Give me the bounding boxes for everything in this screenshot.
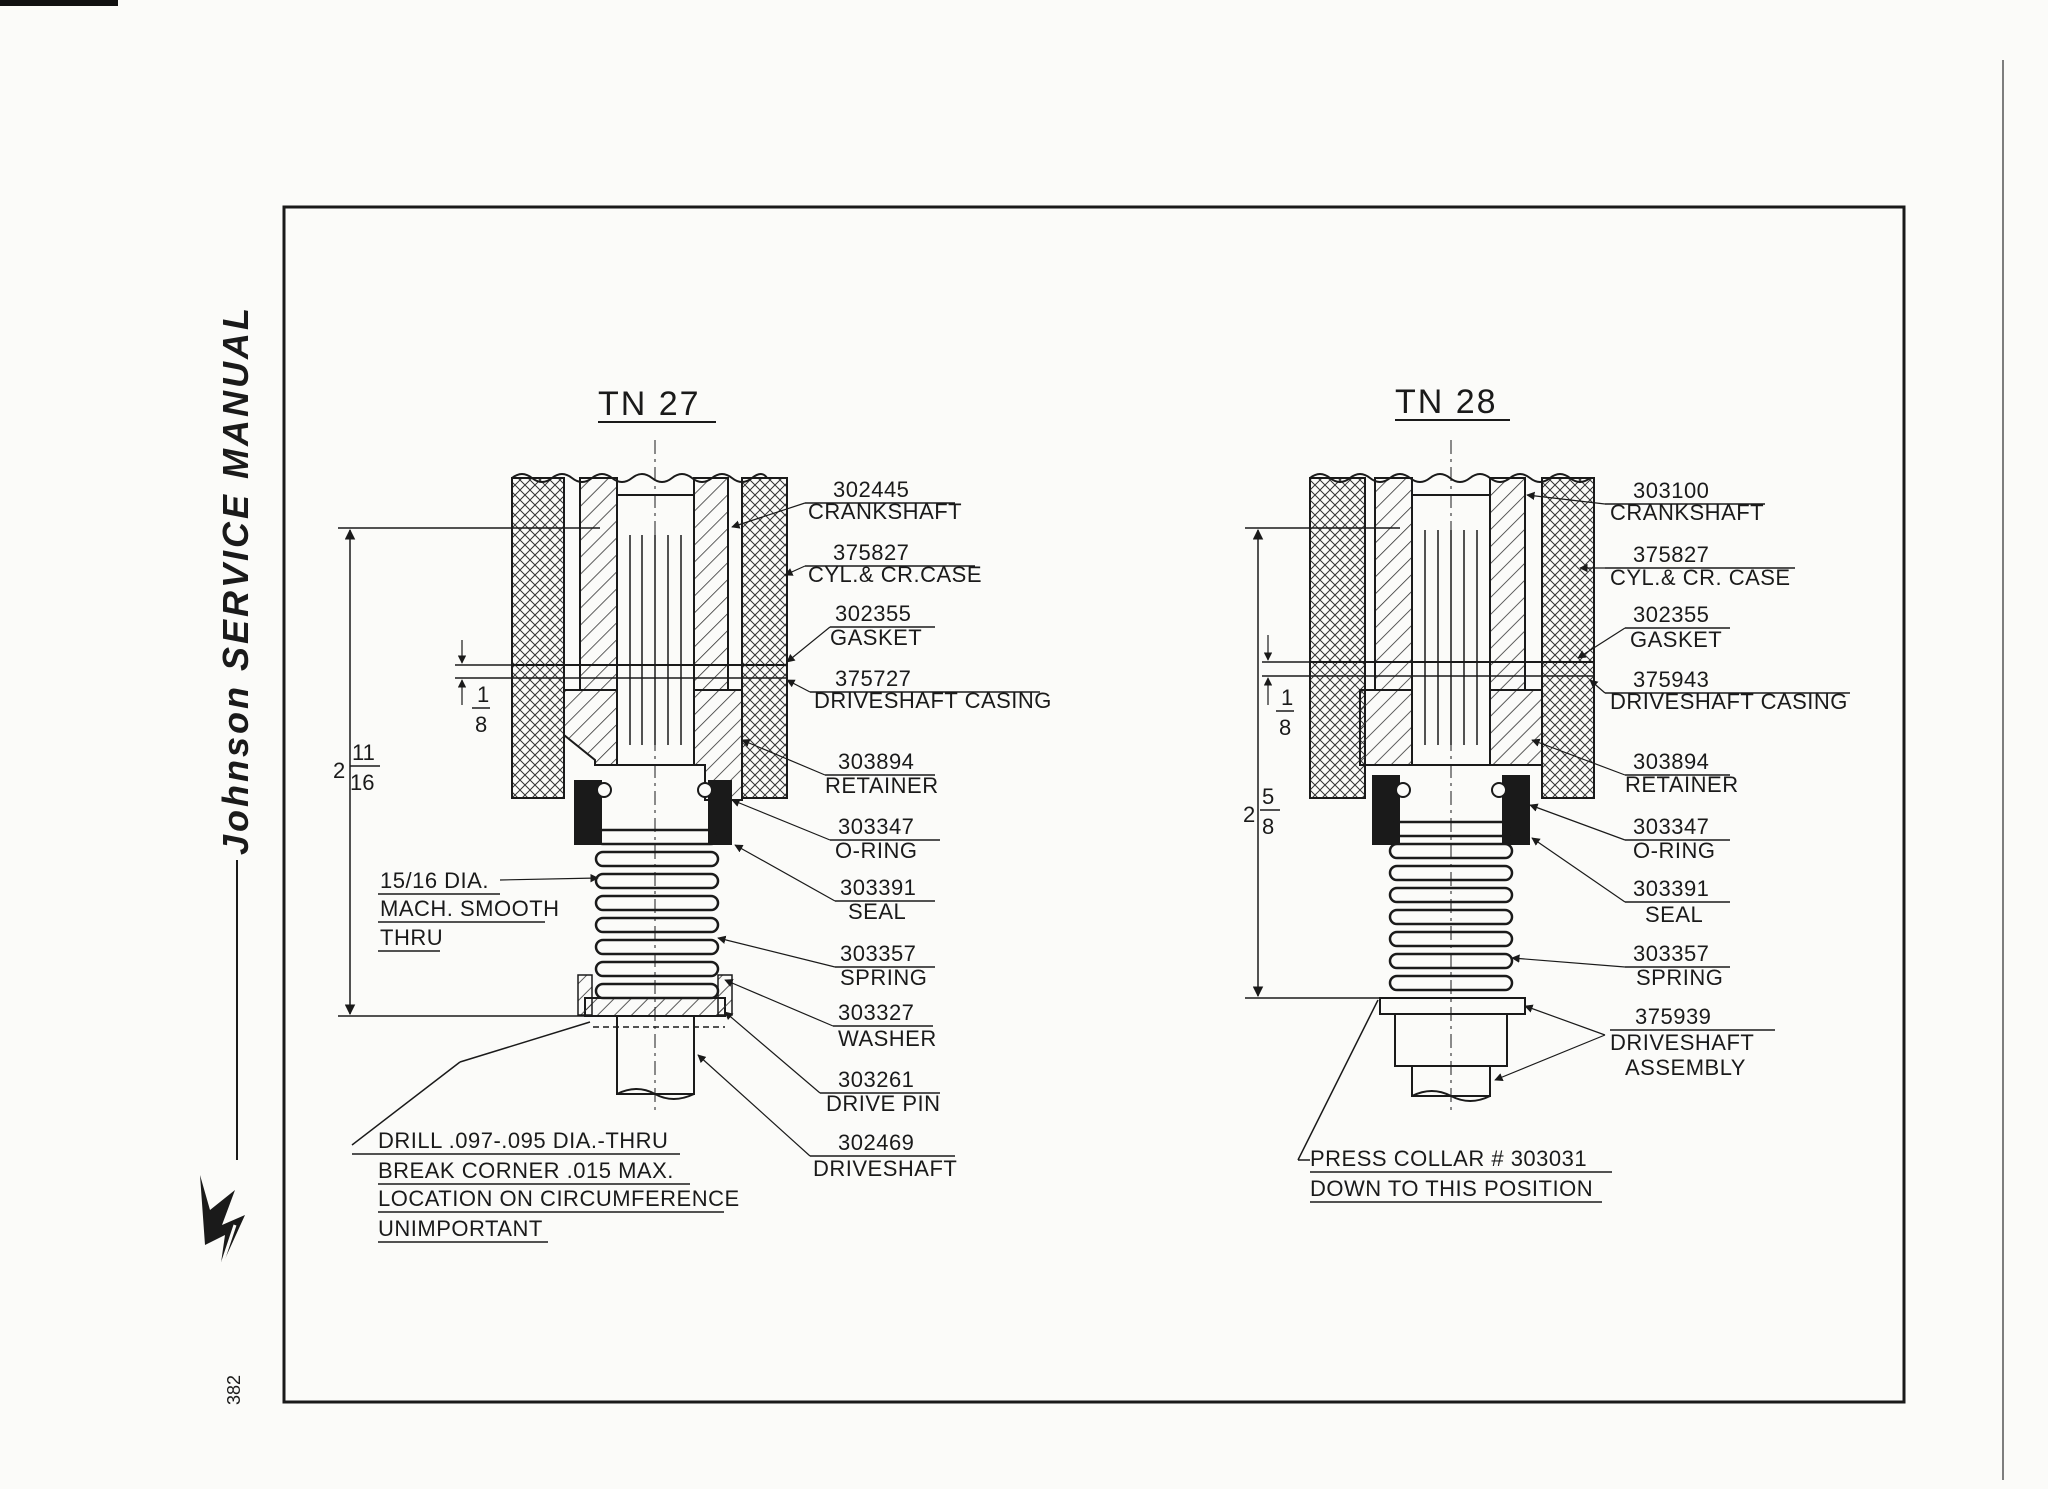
side-title: Johnson SERVICE MANUAL: [215, 305, 256, 855]
tn27-spring: [594, 828, 720, 1000]
svg-text:375939: 375939: [1635, 1004, 1711, 1029]
svg-text:16: 16: [350, 770, 374, 795]
corner-mark: [0, 0, 118, 6]
page-number: 382: [224, 1375, 244, 1405]
svg-text:302355: 302355: [835, 601, 911, 626]
svg-text:303327: 303327: [838, 1000, 914, 1025]
svg-text:303347: 303347: [838, 814, 914, 839]
svg-text:UNIMPORTANT: UNIMPORTANT: [378, 1216, 543, 1241]
svg-text:2: 2: [333, 758, 345, 783]
svg-text:303391: 303391: [840, 875, 916, 900]
tn28-press-note: PRESS COLLAR # 303031 DOWN TO THIS POSIT…: [1297, 999, 1612, 1203]
svg-text:PRESS COLLAR # 303031: PRESS COLLAR # 303031: [1310, 1146, 1587, 1171]
tn28-crankcase-right: [1541, 477, 1595, 799]
svg-text:O-RING: O-RING: [1633, 838, 1715, 863]
svg-text:GASKET: GASKET: [830, 625, 922, 650]
svg-text:375727: 375727: [835, 666, 911, 691]
svg-text:303357: 303357: [840, 941, 916, 966]
svg-text:DRIVE PIN: DRIVE PIN: [826, 1091, 941, 1116]
diagram-border: [282, 205, 1906, 1404]
tn27-callouts: 302445 CRANKSHAFT 375827 CYL.& CR.CASE 3…: [697, 477, 1051, 1181]
tn27-dia-note: 15/16 DIA. MACH. SMOOTH THRU: [378, 868, 599, 952]
svg-text:15/16 DIA.: 15/16 DIA.: [380, 868, 489, 893]
johnson-logo: [200, 1175, 245, 1271]
svg-text:303894: 303894: [838, 749, 914, 774]
svg-text:302445: 302445: [833, 477, 909, 502]
tn28-crankshaft-left: [1374, 477, 1413, 691]
svg-text:303391: 303391: [1633, 876, 1709, 901]
tn27-crankshaft-right: [693, 477, 729, 691]
svg-text:1: 1: [1281, 685, 1293, 710]
svg-text:BREAK CORNER .015 MAX.: BREAK CORNER .015 MAX.: [378, 1158, 674, 1183]
svg-text:375827: 375827: [1633, 542, 1709, 567]
tn28-driveshaft-casing: [1359, 689, 1413, 766]
svg-text:LOCATION ON CIRCUMFERENCE: LOCATION ON CIRCUMFERENCE: [378, 1186, 740, 1211]
svg-text:8: 8: [475, 712, 487, 737]
svg-text:WASHER: WASHER: [838, 1026, 937, 1051]
tn27-figure: TN 27: [333, 385, 1051, 1243]
tn28-collar: [1379, 997, 1526, 1015]
svg-text:RETAINER: RETAINER: [825, 773, 939, 798]
tn27-crankcase-left: [511, 477, 565, 799]
svg-text:THRU: THRU: [380, 925, 443, 950]
svg-text:303347: 303347: [1633, 814, 1709, 839]
svg-text:ASSEMBLY: ASSEMBLY: [1625, 1055, 1746, 1080]
svg-text:303894: 303894: [1633, 749, 1709, 774]
svg-text:303261: 303261: [838, 1067, 914, 1092]
svg-text:303100: 303100: [1633, 478, 1709, 503]
svg-text:2: 2: [1243, 802, 1255, 827]
svg-text:8: 8: [1279, 715, 1291, 740]
svg-text:1: 1: [477, 682, 489, 707]
svg-text:CYL.& CR. CASE: CYL.& CR. CASE: [1610, 565, 1791, 590]
svg-text:8: 8: [1262, 814, 1274, 839]
svg-text:Johnson SERVICE MANUAL: Johnson SERVICE MANUAL: [215, 305, 256, 855]
svg-text:302355: 302355: [1633, 602, 1709, 627]
tn27-title: TN 27: [598, 385, 701, 423]
svg-text:RETAINER: RETAINER: [1625, 772, 1739, 797]
svg-text:DOWN TO THIS POSITION: DOWN TO THIS POSITION: [1310, 1176, 1593, 1201]
tn27-crankshaft-left: [579, 477, 618, 691]
tn27-driveshaft-casing: [563, 689, 618, 766]
tn28-retainer: [1372, 775, 1400, 845]
tn28-title: TN 28: [1395, 383, 1498, 421]
svg-text:DRIVESHAFT: DRIVESHAFT: [813, 1156, 957, 1181]
svg-text:DRIVESHAFT: DRIVESHAFT: [1610, 1030, 1754, 1055]
svg-text:382: 382: [224, 1375, 244, 1405]
svg-text:11: 11: [352, 740, 375, 765]
svg-text:SPRING: SPRING: [1636, 965, 1723, 990]
svg-text:O-RING: O-RING: [835, 838, 917, 863]
svg-text:303357: 303357: [1633, 941, 1709, 966]
svg-text:SEAL: SEAL: [848, 899, 906, 924]
svg-text:SPRING: SPRING: [840, 965, 927, 990]
svg-text:GASKET: GASKET: [1630, 627, 1722, 652]
tn28-crankcase-left: [1309, 477, 1366, 799]
svg-text:SEAL: SEAL: [1645, 902, 1703, 927]
svg-text:375943: 375943: [1633, 667, 1709, 692]
tn27-drill-note: DRILL .097-.095 DIA.-THRU BREAK CORNER .…: [351, 1021, 740, 1243]
svg-text:302469: 302469: [838, 1130, 914, 1155]
tn28-crankshaft-right: [1489, 477, 1526, 691]
svg-text:5: 5: [1262, 784, 1274, 809]
svg-text:375827: 375827: [833, 540, 909, 565]
tn28-figure: TN 28: [1243, 383, 1850, 1203]
svg-text:DRILL .097-.095 DIA.-THRU: DRILL .097-.095 DIA.-THRU: [378, 1128, 668, 1153]
svg-text:MACH. SMOOTH: MACH. SMOOTH: [380, 896, 560, 921]
tn28-callouts: 303100 CRANKSHAFT 375827 CYL.& CR. CASE …: [1494, 478, 1850, 1082]
